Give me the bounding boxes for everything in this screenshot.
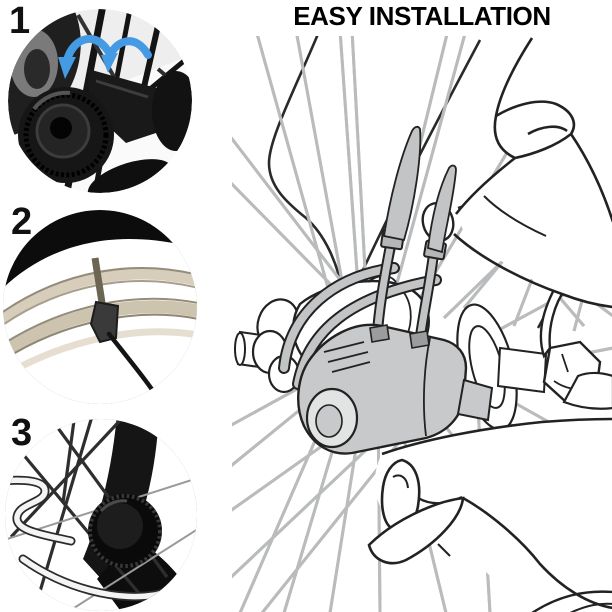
step-2-photo xyxy=(3,210,197,404)
step-1-photo xyxy=(8,9,192,193)
step-3-number: 3 xyxy=(11,412,33,454)
tie-slot-b xyxy=(409,330,430,349)
axle xyxy=(496,346,548,394)
zip-tie-head xyxy=(89,300,120,344)
device-bracket xyxy=(456,378,494,422)
tie-slot-a xyxy=(369,324,390,343)
zip-tie-straps xyxy=(278,242,442,390)
hub-knob xyxy=(18,87,114,183)
knob-between-spokes-photo-icon xyxy=(5,419,197,611)
hand-holding-device xyxy=(367,417,612,612)
zip-tie-on-rim-photo-icon xyxy=(3,210,197,404)
zip-tie-loose-end-long xyxy=(382,125,422,242)
page-title: EASY INSTALLATION xyxy=(293,1,551,31)
zip-tie-loose-end-short xyxy=(427,164,457,254)
step-2-number: 2 xyxy=(11,201,33,243)
main-installation-line-drawing xyxy=(232,36,612,612)
thumb-nail xyxy=(392,474,409,489)
wrist-crease xyxy=(531,590,612,612)
tire-wedge xyxy=(3,210,197,294)
knurled-knob xyxy=(88,494,162,568)
hand-pulling-tie xyxy=(453,37,612,309)
sensor-device xyxy=(297,323,494,455)
step-1-number: 1 xyxy=(9,0,31,42)
index-finger xyxy=(367,496,465,565)
fork-blade xyxy=(267,36,482,299)
step-3-photo xyxy=(5,419,197,611)
sensor-on-hub-photo-icon xyxy=(8,9,192,193)
